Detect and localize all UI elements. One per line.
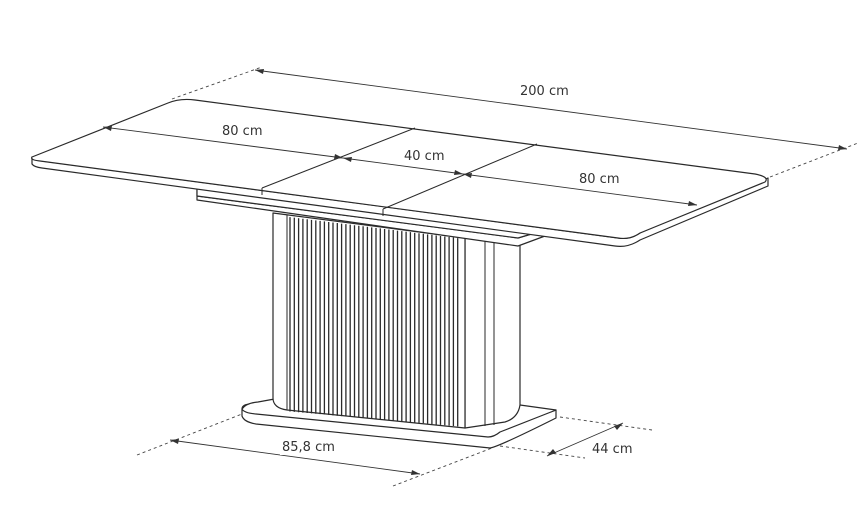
total-length-label: 200 cm (518, 84, 571, 99)
base-length-label: 85,8 cm (280, 440, 337, 455)
dimension-lines (102, 66, 859, 487)
pedestal-flutes (289, 217, 459, 427)
base-depth-label: 44 cm (590, 442, 635, 457)
pedestal (272, 212, 521, 429)
left-leaf-label: 80 cm (220, 124, 265, 139)
right-leaf-label: 80 cm (577, 172, 622, 187)
table-top (31, 98, 769, 247)
middle-leaf-label: 40 cm (402, 149, 447, 164)
